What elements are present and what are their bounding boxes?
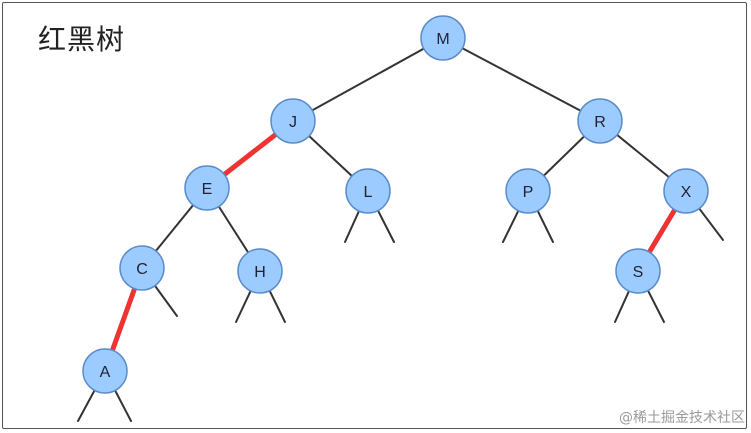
node-circle-M (420, 15, 466, 61)
node-circle-J (270, 98, 316, 144)
tree-node-J: J (270, 98, 316, 144)
tree-node-M: M (420, 15, 466, 61)
node-label-C: C (136, 261, 148, 278)
edge-M-R (442, 37, 601, 122)
null-leaf-stub-S-0 (614, 290, 630, 323)
node-circle-H (237, 248, 283, 294)
node-circle-E (184, 165, 230, 211)
node-label-H: H (254, 264, 266, 281)
node-circle-S (615, 248, 661, 294)
tree-node-H: H (237, 248, 283, 294)
node-label-M: M (436, 31, 449, 48)
node-label-R: R (594, 114, 606, 131)
tree-node-L: L (345, 168, 391, 214)
node-label-A: A (100, 364, 111, 381)
node-circle-X (663, 168, 709, 214)
null-leaf-stub-P-1 (536, 209, 554, 243)
edge-M-J (292, 37, 444, 122)
tree-node-P: P (505, 168, 551, 214)
null-leaf-stub-C-0 (153, 284, 178, 317)
tree-node-A: A (82, 348, 128, 394)
node-label-P: P (523, 184, 534, 201)
null-leaf-stub-H-1 (268, 289, 286, 323)
null-leaf-stub-A-1 (114, 389, 132, 422)
node-circle-A (82, 348, 128, 394)
node-circle-P (505, 168, 551, 214)
tree-node-X: X (663, 168, 709, 214)
null-leaf-stub-H-0 (235, 289, 252, 323)
null-leaf-stub-L-1 (376, 209, 395, 243)
node-circle-C (119, 245, 165, 291)
tree-node-E: E (184, 165, 230, 211)
diagram-title: 红黑树 (38, 23, 126, 56)
node-circle-R (577, 98, 623, 144)
node-label-E: E (202, 181, 213, 198)
null-leaf-stub-P-0 (502, 209, 520, 243)
null-leaf-stub-A-0 (77, 389, 96, 422)
watermark-credit: @稀土掘金技术社区 (619, 410, 745, 426)
node-label-J: J (289, 114, 297, 131)
node-label-L: L (364, 184, 373, 201)
tree-node-C: C (119, 245, 165, 291)
node-circle-L (345, 168, 391, 214)
node-label-S: S (633, 264, 644, 281)
null-leaf-stub-S-1 (646, 289, 665, 323)
null-leaf-stub-L-0 (344, 210, 360, 243)
null-leaf-stub-X-0 (698, 207, 724, 241)
tree-node-S: S (615, 248, 661, 294)
tree-node-R: R (577, 98, 623, 144)
diagram-frame (2, 2, 747, 429)
node-label-X: X (681, 184, 692, 201)
